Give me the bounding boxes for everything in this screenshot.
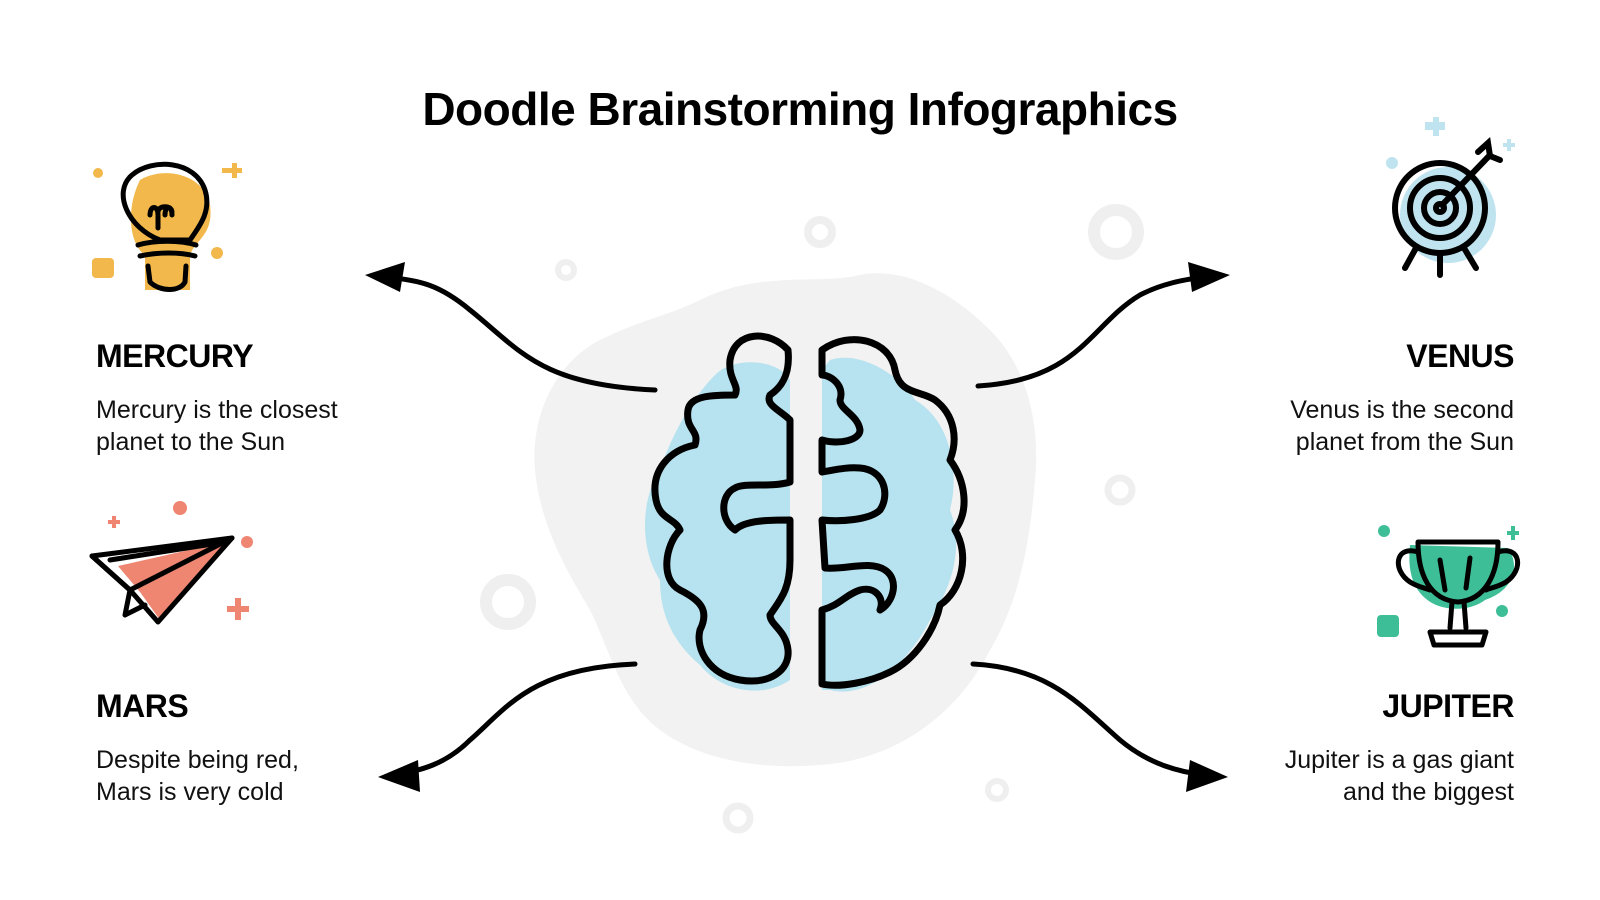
jupiter-line-1: Jupiter is a gas giant bbox=[1284, 746, 1514, 774]
arrow-to-mercury bbox=[382, 274, 658, 393]
mars-block: MARS Despite being red, Mars is very col… bbox=[96, 686, 516, 808]
paper-plane-icon bbox=[89, 501, 253, 625]
arrow-to-jupiter bbox=[970, 661, 1208, 778]
page-title: Doodle Brainstorming Infographics bbox=[422, 83, 1178, 135]
mercury-line-2: planet to the Sun bbox=[96, 428, 286, 456]
mars-description: Despite being red, Mars is very cold bbox=[96, 744, 516, 808]
mercury-line-1: Mercury is the closest bbox=[96, 396, 338, 424]
jupiter-description: Jupiter is a gas giant and the biggest bbox=[1094, 744, 1514, 808]
target-icon bbox=[1386, 117, 1515, 278]
mercury-description: Mercury is the closest planet to the Sun bbox=[96, 394, 516, 458]
mercury-heading: MERCURY bbox=[96, 338, 254, 374]
venus-line-1: Venus is the second bbox=[1290, 396, 1514, 424]
mars-line-1: Despite being red, bbox=[96, 746, 299, 774]
venus-block: VENUS Venus is the second planet from th… bbox=[1094, 336, 1514, 458]
arrowheads bbox=[365, 262, 1230, 792]
jupiter-block: JUPITER Jupiter is a gas giant and the b… bbox=[1094, 686, 1515, 808]
decorative-rings bbox=[480, 204, 1144, 834]
trophy-icon bbox=[1377, 525, 1521, 648]
arrow-to-mars bbox=[397, 661, 638, 777]
venus-line-2: planet from the Sun bbox=[1295, 428, 1514, 456]
jupiter-heading: JUPITER bbox=[1382, 688, 1514, 724]
mars-line-2: Mars is very cold bbox=[96, 778, 284, 806]
jupiter-line-2: and the biggest bbox=[1343, 778, 1514, 806]
arrows bbox=[382, 273, 1211, 778]
mars-heading: MARS bbox=[96, 688, 189, 724]
venus-description: Venus is the second planet from the Sun bbox=[1094, 394, 1514, 458]
lightbulb-icon bbox=[92, 161, 242, 292]
brain-icon bbox=[645, 332, 968, 692]
venus-heading: VENUS bbox=[1406, 338, 1514, 374]
mercury-block: MERCURY Mercury is the closest planet to… bbox=[96, 336, 516, 458]
arrow-to-venus bbox=[975, 273, 1211, 389]
